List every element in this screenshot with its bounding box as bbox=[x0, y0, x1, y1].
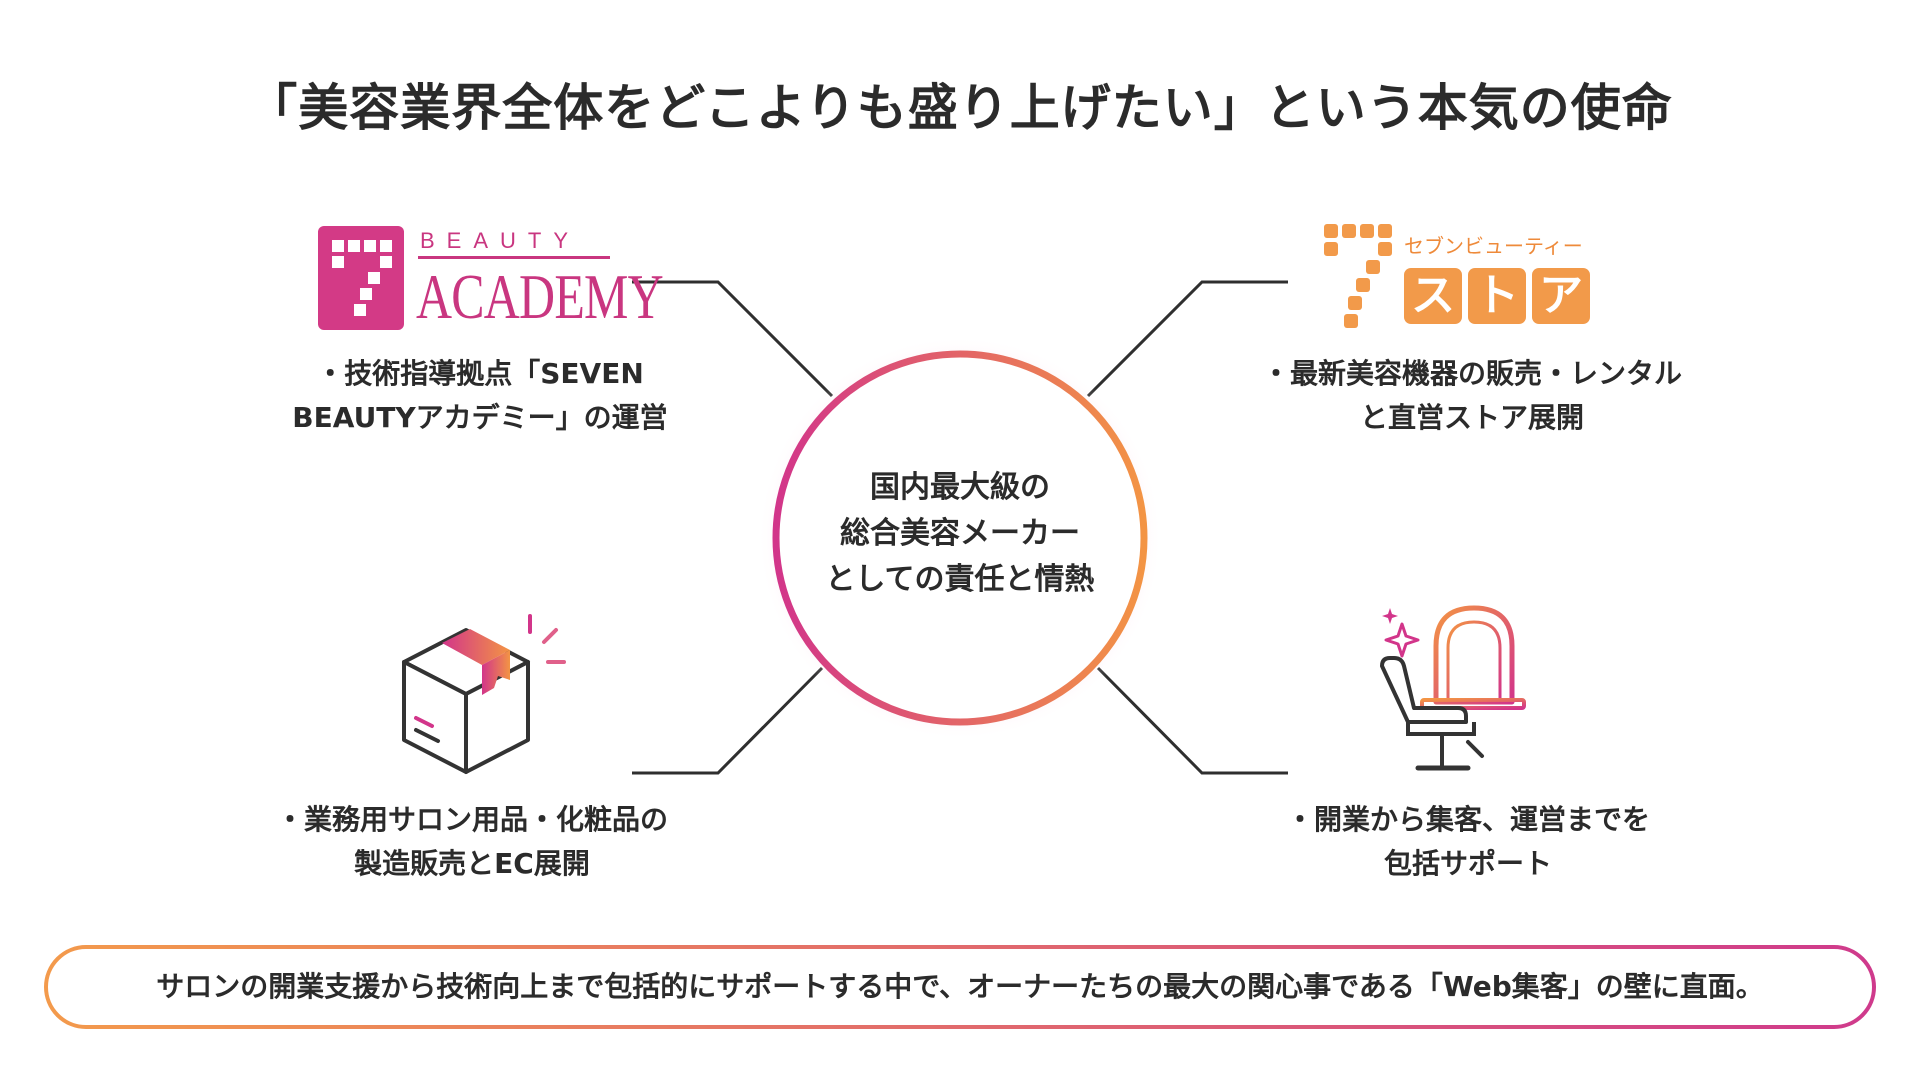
store-logo-tile: ア bbox=[1532, 268, 1590, 324]
store-desc-line: ・最新美容機器の販売・レンタル bbox=[1261, 357, 1682, 390]
center-line: 総合美容メーカー bbox=[840, 516, 1080, 551]
bottom-banner-text: サロンの開業支援から技術向上まで包括的にサポートする中で、オーナーたちの最大の関… bbox=[156, 970, 1764, 1003]
academy-description: ・技術指導拠点「SEVEN BEAUTYアカデミー」の運営 bbox=[272, 352, 688, 440]
connector-bottom-left bbox=[632, 666, 824, 775]
store-logo-tile: ス bbox=[1404, 268, 1462, 324]
support-desc-line: ・開業から集客、運営までを bbox=[1285, 803, 1650, 836]
support-description: ・開業から集客、運営までを 包括サポート bbox=[1258, 798, 1678, 886]
products-description: ・業務用サロン用品・化粧品の 製造販売とEC展開 bbox=[262, 798, 682, 886]
center-circle bbox=[772, 350, 1148, 726]
center-message: 国内最大級の 総合美容メーカー としての責任と情熱 bbox=[775, 465, 1145, 603]
center-line: 国内最大級の bbox=[870, 470, 1050, 505]
connector-top-right bbox=[1086, 280, 1288, 398]
store-desc-line: と直営ストア展開 bbox=[1359, 401, 1584, 434]
seven-beauty-academy-logo: BEAUTY ACADEMY bbox=[318, 226, 664, 332]
connector-lines bbox=[632, 280, 1288, 775]
academy-logo-rule bbox=[418, 256, 610, 259]
store-logo-kana: セブンビューティー bbox=[1404, 234, 1583, 258]
salon-chair-mirror-icon bbox=[1380, 605, 1526, 771]
page-title: 「美容業界全体をどこよりも盛り上げたい」という本気の使命 bbox=[247, 79, 1673, 137]
connector-top-left bbox=[632, 280, 834, 398]
store-logo-tile: ト bbox=[1468, 268, 1526, 324]
banner-border bbox=[44, 945, 1876, 1029]
center-line: としての責任と情熱 bbox=[825, 562, 1095, 597]
seven-beauty-store-logo: セブンビューティー ス ト ア bbox=[1322, 222, 1622, 332]
academy-desc-line: ・技術指導拠点「SEVEN bbox=[316, 357, 644, 390]
connector-bottom-right bbox=[1096, 666, 1288, 775]
products-desc-line: ・業務用サロン用品・化粧品の bbox=[275, 803, 668, 836]
support-desc-line: 包括サポート bbox=[1383, 847, 1552, 880]
products-desc-line: 製造販売とEC展開 bbox=[354, 847, 590, 880]
package-box-icon bbox=[402, 614, 566, 774]
academy-logo-beauty: BEAUTY bbox=[420, 228, 581, 253]
academy-logo-wordmark: ACADEMY bbox=[416, 261, 664, 332]
academy-desc-line: BEAUTYアカデミー」の運営 bbox=[292, 401, 668, 434]
seven-logo-mark bbox=[318, 226, 404, 330]
store-description: ・最新美容機器の販売・レンタル と直営ストア展開 bbox=[1236, 352, 1708, 440]
seven-store-logo-mark bbox=[1324, 224, 1392, 328]
